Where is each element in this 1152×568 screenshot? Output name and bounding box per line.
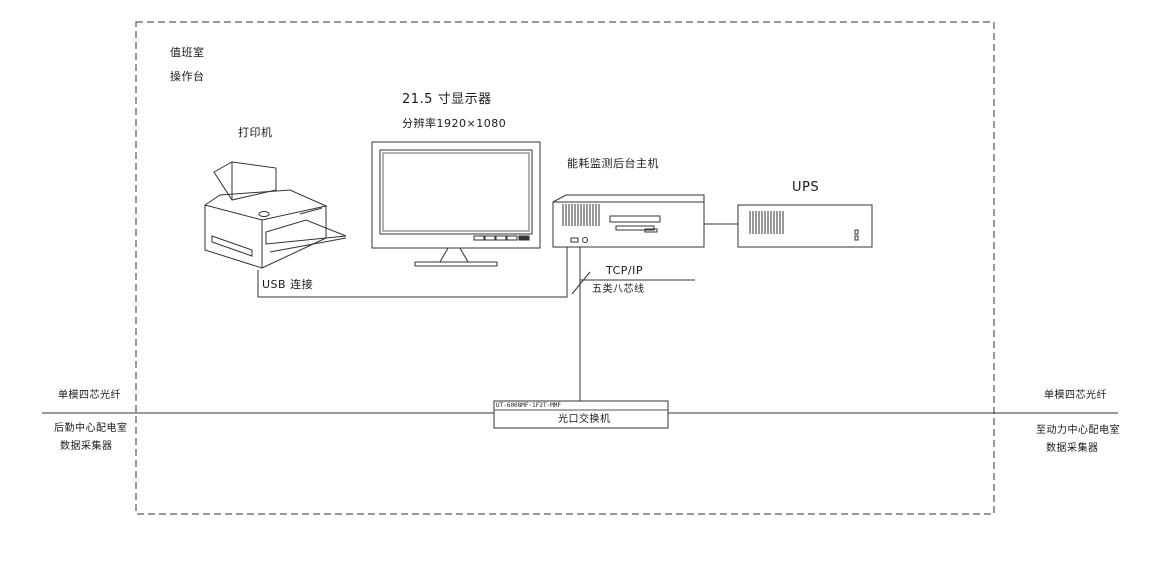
usb-label: USB 连接 (262, 278, 314, 291)
tcpip-label: TCP/IP (606, 264, 643, 277)
cable-label: 五类八芯线 (592, 284, 645, 295)
switch-label: 光口交换机 (558, 414, 611, 425)
left-dest-label-line1: 后勤中心配电室 (54, 423, 128, 434)
printer-icon (203, 161, 347, 269)
host-computer-icon (552, 194, 705, 248)
right-fiber-label: 单模四芯光纤 (1044, 390, 1107, 401)
host-label: 能耗监测后台主机 (567, 157, 659, 170)
right-dest-label-line2: 数据采集器 (1046, 443, 1099, 454)
right-dest-label-line1: 至动力中心配电室 (1036, 425, 1120, 436)
room-label-line2: 操作台 (170, 70, 205, 83)
fiber-switch (493, 400, 669, 429)
switch-model-label: UT-6008MF-1F2T-MMF (496, 402, 562, 409)
monitor-label-line1: 21.5 寸显示器 (402, 92, 492, 107)
host-vent-icon (562, 204, 600, 226)
left-dest-label-line2: 数据采集器 (60, 441, 113, 452)
cable-slash-marker (571, 271, 591, 295)
usb-cable (257, 247, 568, 298)
ups-label: UPS (792, 180, 820, 195)
monitor-label-line2: 分辨率1920×1080 (402, 117, 507, 130)
monitor-icon (371, 141, 541, 267)
printer-label: 打印机 (238, 126, 273, 139)
room-label-line1: 值班室 (170, 46, 205, 59)
room-boundary (135, 21, 995, 515)
left-fiber-label: 单模四芯光纤 (58, 390, 121, 401)
ups-vent-icon (749, 211, 784, 234)
ups-icon (737, 204, 873, 248)
